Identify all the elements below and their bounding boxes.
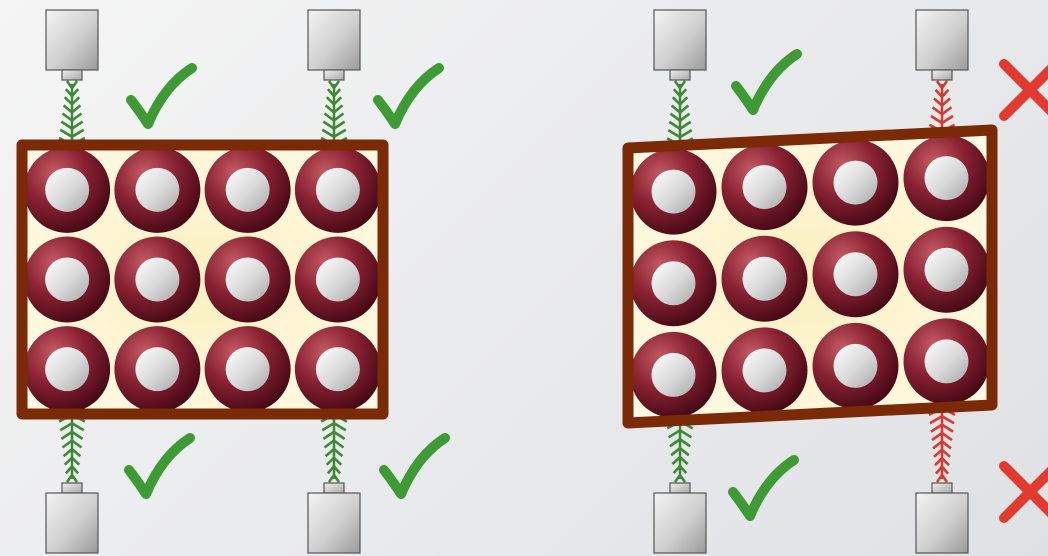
cell-r3-c4 xyxy=(294,326,381,413)
cross-icon-right-top-right xyxy=(999,59,1048,121)
tray-fill xyxy=(628,130,992,423)
disc xyxy=(742,256,787,301)
tray-left xyxy=(16,139,389,420)
disc xyxy=(225,257,270,302)
disc xyxy=(833,343,878,388)
sensor-lens xyxy=(669,482,691,494)
disc xyxy=(315,257,360,302)
beams-layer xyxy=(58,80,956,483)
sensor-lens xyxy=(931,482,953,494)
sensor-left-top-left xyxy=(45,9,99,81)
check-icon-right-top-left xyxy=(731,49,802,115)
cell-r1-c3 xyxy=(204,146,291,233)
cell-r3-c3 xyxy=(812,322,899,409)
cell-r2-c4 xyxy=(294,236,381,323)
trays-layer xyxy=(16,124,998,429)
tray-frame xyxy=(16,139,389,420)
sensor-right-top-right xyxy=(915,9,969,81)
sensor-body xyxy=(45,9,99,71)
beam-right-bottom-right xyxy=(928,403,956,483)
beam-right-top-left xyxy=(666,80,694,150)
sensor-lens xyxy=(669,69,691,81)
cell-r2-c2 xyxy=(721,235,808,322)
sensor-body xyxy=(915,9,969,71)
cell-r3-c4 xyxy=(903,318,990,405)
cell-r2-c3 xyxy=(812,231,899,318)
cell-r3-c3 xyxy=(204,326,291,413)
disc xyxy=(45,347,90,392)
check-icon-left-bottom-left xyxy=(124,433,195,499)
cell-r1-c1 xyxy=(24,146,111,233)
cell-r2-c1 xyxy=(24,236,111,323)
disc xyxy=(651,352,696,397)
tray-fill xyxy=(22,145,383,414)
disc xyxy=(225,167,270,212)
sensor-lens xyxy=(61,69,83,81)
cell-r2-c4 xyxy=(903,226,990,313)
cell-r1-c2 xyxy=(114,146,201,233)
check-icon-left-bottom-right xyxy=(379,433,450,499)
disc xyxy=(833,160,878,205)
sensor-lens xyxy=(323,69,345,81)
sensor-lens xyxy=(61,482,83,494)
disc xyxy=(315,347,360,392)
cell-r1-c2 xyxy=(721,144,808,231)
check-icon-left-top-right xyxy=(373,63,444,129)
disc xyxy=(742,348,787,393)
sensor-body xyxy=(653,492,707,554)
beam-left-top-left xyxy=(58,80,86,149)
disc xyxy=(924,156,969,201)
disc xyxy=(225,347,270,392)
sensor-right-bottom-right xyxy=(915,482,969,554)
disc xyxy=(651,169,696,214)
disc xyxy=(45,167,90,212)
disc xyxy=(924,247,969,292)
disc xyxy=(315,167,360,212)
cell-r1-c4 xyxy=(903,135,990,222)
sensors-layer xyxy=(45,9,969,554)
sensor-body xyxy=(45,492,99,554)
cell-r2-c1 xyxy=(630,240,717,327)
sensor-body xyxy=(653,9,707,71)
cell-r3-c1 xyxy=(24,326,111,413)
disc xyxy=(135,167,180,212)
sensor-body xyxy=(915,492,969,554)
beam-left-top-right xyxy=(320,80,348,149)
cross-icon-right-bottom-right xyxy=(999,461,1048,523)
marks-layer xyxy=(124,49,1048,523)
cell-r2-c2 xyxy=(114,236,201,323)
check-icon-right-bottom-left xyxy=(728,455,799,521)
sensor-left-bottom-left xyxy=(45,482,99,554)
beam-left-bottom-right xyxy=(320,410,348,483)
beam-left-bottom-left xyxy=(58,410,86,483)
sensor-left-top-right xyxy=(307,9,361,81)
sensor-lens xyxy=(931,69,953,81)
sensor-lens xyxy=(323,482,345,494)
cell-r3-c1 xyxy=(630,331,717,418)
sensor-right-bottom-left xyxy=(653,482,707,554)
tray-right xyxy=(622,124,998,429)
disc xyxy=(135,257,180,302)
cell-r1-c1 xyxy=(630,148,717,235)
cell-r1-c4 xyxy=(294,146,381,233)
cell-r3-c2 xyxy=(114,326,201,413)
sensor-body xyxy=(307,492,361,554)
disc xyxy=(651,261,696,306)
tray-frame xyxy=(622,124,998,429)
cell-r1-c3 xyxy=(812,139,899,226)
disc xyxy=(742,165,787,210)
cell-r3-c2 xyxy=(721,327,808,414)
cell-r2-c3 xyxy=(204,236,291,323)
check-icon-left-top-left xyxy=(126,63,197,129)
disc xyxy=(833,252,878,297)
disc xyxy=(45,257,90,302)
disc xyxy=(924,339,969,384)
disc xyxy=(135,347,180,392)
sensor-right-top-left xyxy=(653,9,707,81)
sensor-left-bottom-right xyxy=(307,482,361,554)
sensor-body xyxy=(307,9,361,71)
